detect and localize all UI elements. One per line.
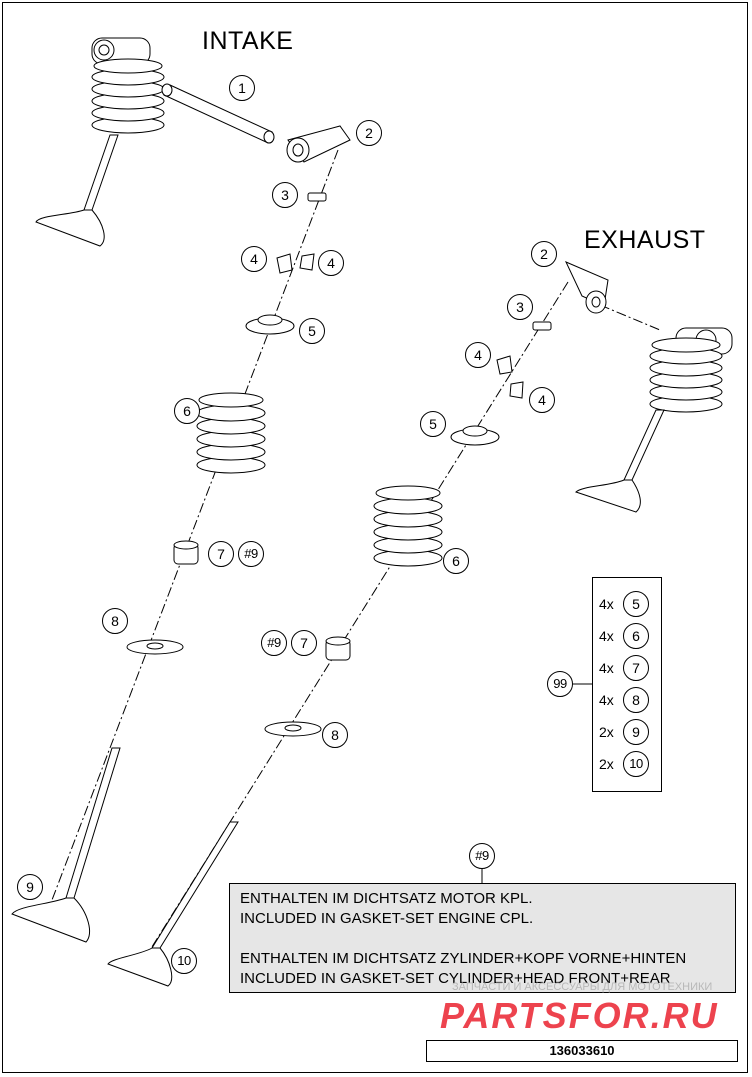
kit-part-callout[interactable]: 8 [623, 687, 649, 713]
intake-assembled-rocker-arm [91, 37, 151, 65]
exhaust-valve-shim [532, 321, 552, 331]
kit-quantity: 2x [599, 756, 614, 772]
callout-7-exhaust[interactable]: 7 [291, 630, 317, 656]
exhaust-valve [107, 821, 239, 987]
callout-7-intake[interactable]: 7 [208, 541, 234, 567]
callout-4-intake-left[interactable]: 4 [241, 246, 267, 272]
watermark-logo: PARTSFOR.RU [440, 995, 719, 1036]
callout-4-exhaust-right[interactable]: 4 [529, 387, 555, 413]
callout-2-intake[interactable]: 2 [356, 120, 382, 146]
exhaust-title: EXHAUST [584, 226, 706, 254]
callout-8-intake[interactable]: 8 [102, 608, 128, 634]
kit-row: 4x 8 [599, 687, 649, 713]
note-line-2: INCLUDED IN GASKET-SET ENGINE CPL. [240, 910, 534, 927]
exhaust-assembled-spring [649, 337, 723, 413]
kit-part-callout[interactable]: 7 [623, 655, 649, 681]
kit-quantity: 2x [599, 724, 614, 740]
intake-valve-spring [196, 392, 266, 474]
callout-99-kit[interactable]: 99 [547, 671, 573, 697]
repair-kit-box: 4x 5 4x 6 4x 7 4x 8 2x 9 2x 10 [592, 577, 662, 792]
kit-part-callout[interactable]: 6 [623, 623, 649, 649]
kit-part-callout[interactable]: 10 [623, 751, 649, 777]
intake-assembled-spring [91, 58, 165, 134]
callout-1[interactable]: 1 [229, 75, 255, 101]
callout-3-exhaust[interactable]: 3 [507, 294, 533, 320]
callout-2-exhaust[interactable]: 2 [531, 241, 557, 267]
callout-5-intake[interactable]: 5 [299, 318, 325, 344]
callout-note-9[interactable]: #9 [469, 843, 495, 869]
kit-quantity: 4x [599, 660, 614, 676]
part-number-label: 136033610 [426, 1040, 738, 1062]
intake-valve-shim [307, 192, 327, 202]
watermark-tagline: ЗАПЧАСТИ И АКСЕССУАРЫ ДЛЯ МОТОТЕХНИКИ [452, 981, 713, 993]
kit-row: 2x 10 [599, 751, 649, 777]
callout-6-exhaust[interactable]: 6 [443, 548, 469, 574]
intake-valve-keeper-right [299, 253, 315, 271]
intake-rocker-arm [286, 125, 351, 163]
kit-quantity: 4x [599, 628, 614, 644]
exhaust-spring-seat-washer [264, 721, 322, 737]
callout-3-intake[interactable]: 3 [272, 182, 298, 208]
callout-note-9-intake[interactable]: #9 [238, 541, 264, 567]
kit-part-callout[interactable]: 9 [623, 719, 649, 745]
intake-axis-line [51, 149, 339, 901]
intake-valve [11, 747, 121, 943]
exhaust-rocker-arm [564, 261, 609, 314]
intake-spring-retainer [245, 314, 295, 335]
note-line-1: ENTHALTEN IM DICHTSATZ MOTOR KPL. [240, 890, 533, 907]
exhaust-valve-keeper-left [496, 355, 513, 375]
exhaust-assembled-valve [575, 409, 665, 513]
callout-4-intake-right[interactable]: 4 [318, 250, 344, 276]
exhaust-valve-stem-seal [325, 636, 351, 661]
kit-row: 4x 6 [599, 623, 649, 649]
exhaust-valve-keeper-right [509, 381, 524, 399]
kit-row: 2x 9 [599, 719, 649, 745]
intake-valve-stem-seal [173, 540, 199, 565]
kit-quantity: 4x [599, 692, 614, 708]
gasket-set-note: ENTHALTEN IM DICHTSATZ MOTOR KPL. INCLUD… [229, 883, 736, 993]
kit-part-callout[interactable]: 5 [623, 591, 649, 617]
note-line-3: ENTHALTEN IM DICHTSATZ ZYLINDER+KOPF VOR… [240, 950, 687, 967]
callout-8-exhaust[interactable]: 8 [322, 722, 348, 748]
kit-row: 4x 5 [599, 591, 649, 617]
intake-title: INTAKE [202, 27, 294, 55]
exhaust-spring-retainer [450, 425, 500, 446]
callout-note-9-exhaust[interactable]: #9 [261, 630, 287, 656]
exhaust-shaft-axis [599, 304, 661, 331]
intake-spring-seat-washer [126, 639, 184, 655]
exhaust-valve-spring [373, 485, 443, 567]
callout-10[interactable]: 10 [171, 948, 197, 974]
rocker-shaft-pin [161, 83, 275, 144]
callout-9[interactable]: 9 [17, 874, 43, 900]
callout-5-exhaust[interactable]: 5 [420, 411, 446, 437]
callout-4-exhaust-left[interactable]: 4 [465, 342, 491, 368]
callout-6-intake[interactable]: 6 [174, 398, 200, 424]
intake-assembled-valve [35, 134, 119, 247]
kit-row: 4x 7 [599, 655, 649, 681]
note-line-4: INCLUDED IN GASKET-SET CYLINDER+HEAD FRO… [240, 970, 671, 987]
kit-quantity: 4x [599, 596, 614, 612]
intake-valve-keeper-left [276, 253, 293, 274]
